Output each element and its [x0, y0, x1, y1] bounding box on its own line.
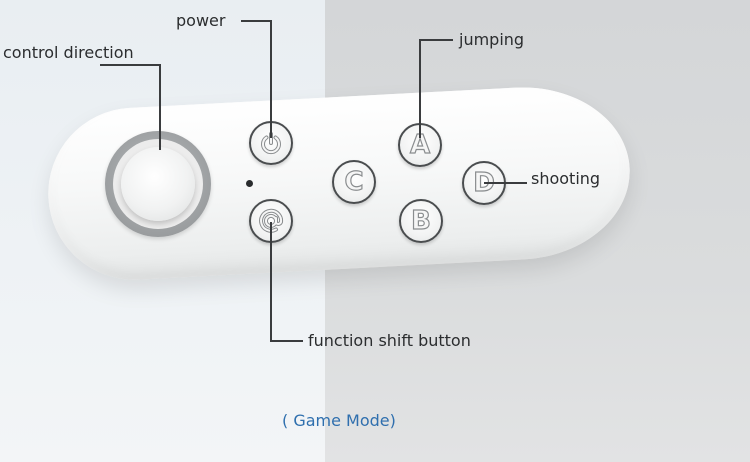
label-power: power — [176, 11, 226, 30]
label-jumping: jumping — [459, 30, 525, 49]
label-control-direction: control direction — [3, 43, 134, 62]
label-shooting: shooting — [531, 169, 601, 188]
c-button[interactable]: C — [332, 160, 376, 204]
a-button[interactable]: A — [398, 123, 442, 167]
d-button[interactable]: D — [462, 161, 506, 205]
indicator-led — [246, 180, 253, 187]
joystick-knob[interactable] — [121, 147, 195, 221]
power-icon — [259, 131, 283, 155]
function-shift-button[interactable] — [249, 199, 293, 243]
power-button[interactable] — [249, 121, 293, 165]
b-button[interactable]: B — [399, 199, 443, 243]
label-function-shift-button: function shift button — [308, 331, 471, 350]
at-sign-icon — [258, 208, 284, 234]
mode-caption: ( Game Mode) — [282, 411, 396, 430]
